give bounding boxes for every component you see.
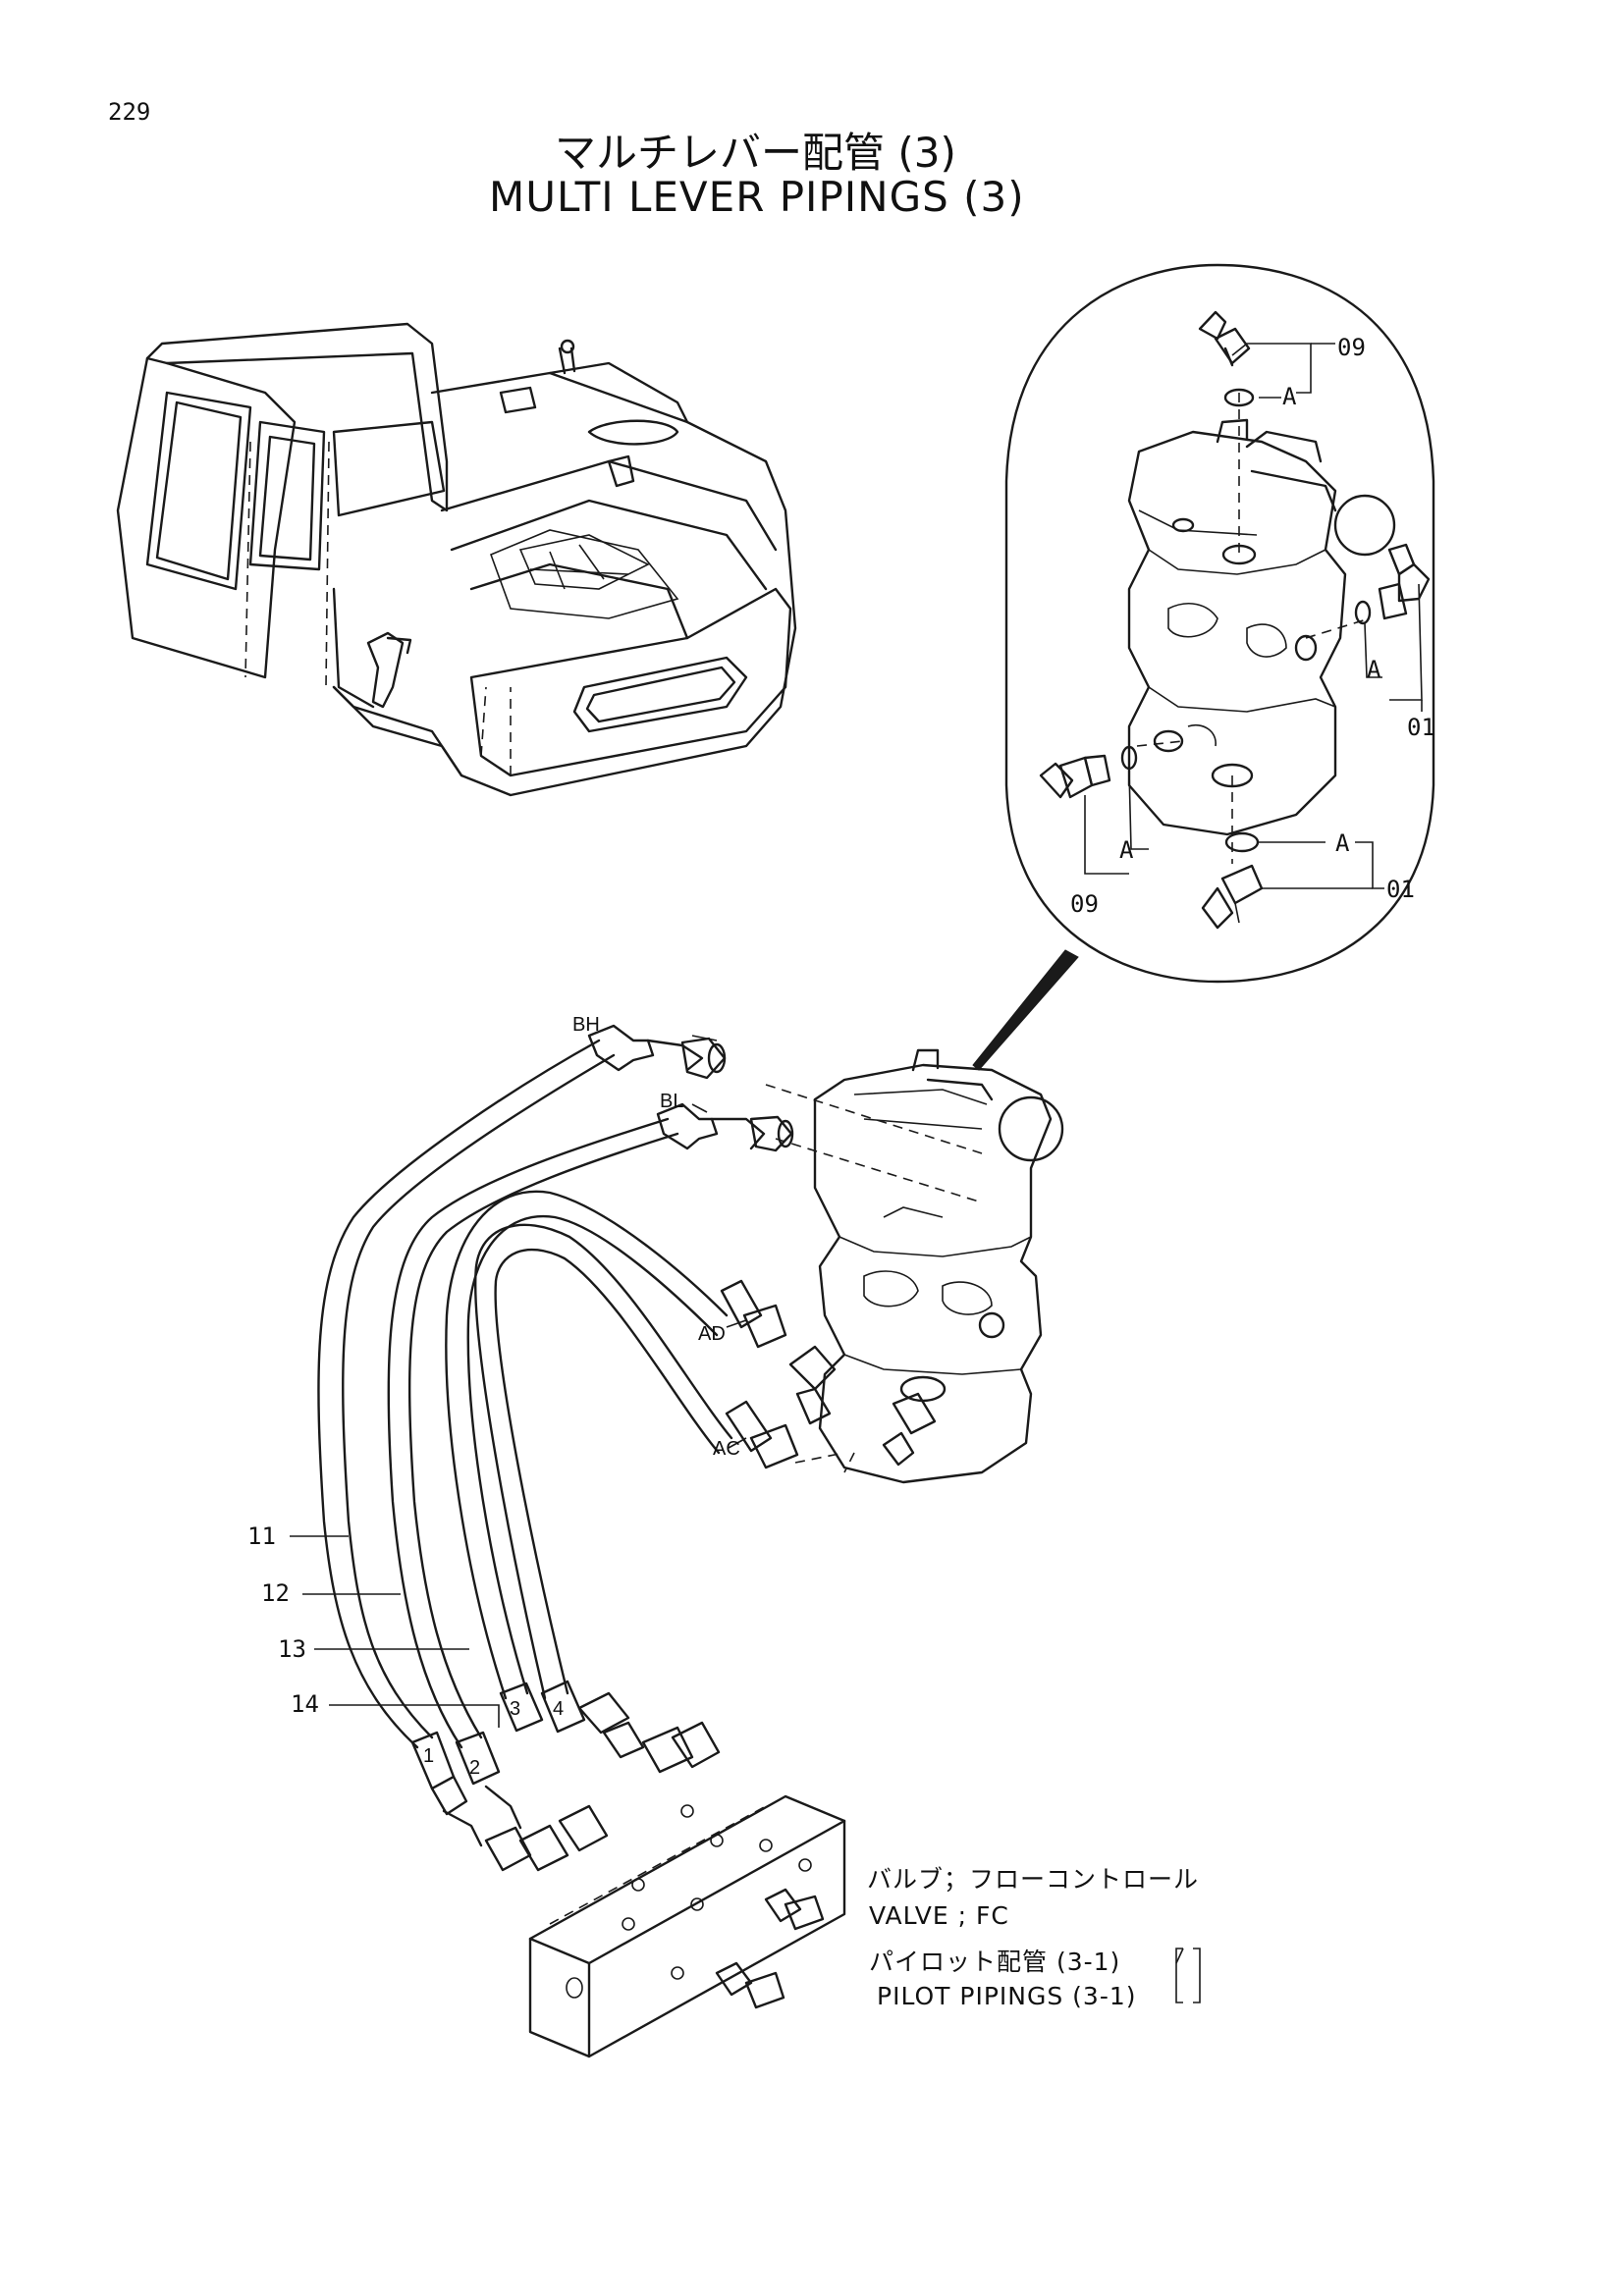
detail-label-01-bottom: 01 bbox=[1386, 876, 1415, 903]
hose-tag-4: 4 bbox=[553, 1698, 565, 1720]
detail-view bbox=[972, 263, 1435, 1071]
excavator-illustration bbox=[116, 322, 797, 797]
pilot-piping-note-ja: パイロット配管 (3-1) bbox=[869, 1948, 1121, 1976]
callout-leaders bbox=[290, 1035, 1201, 2003]
title-english: MULTI LEVER PIPINGS (3) bbox=[489, 173, 1025, 221]
page-number: 229 bbox=[108, 98, 151, 126]
hose-tag-3: 3 bbox=[510, 1698, 521, 1720]
callout-11: 11 bbox=[247, 1522, 276, 1550]
flow-control-valve bbox=[484, 1691, 846, 2058]
hoses bbox=[317, 1039, 733, 1749]
pilot-piping-note-en: PILOT PIPINGS (3-1) bbox=[877, 1982, 1137, 2010]
detail-label-a-top: A bbox=[1282, 383, 1297, 410]
port-label-bl: BL bbox=[660, 1091, 684, 1112]
valve-note-ja: バルブ；フローコントロール bbox=[867, 1865, 1200, 1894]
port-label-ac: AC bbox=[713, 1438, 740, 1460]
title-japanese: マルチレバー配管 (3) bbox=[555, 129, 956, 177]
hose-tag-2: 2 bbox=[469, 1757, 481, 1779]
detail-label-a-left: A bbox=[1119, 836, 1134, 864]
callout-12: 12 bbox=[261, 1579, 290, 1607]
hose-ferrules bbox=[410, 1680, 586, 1847]
hose-tag-1: 1 bbox=[423, 1745, 435, 1767]
detail-label-09-top: 09 bbox=[1337, 334, 1366, 361]
detail-label-a-right: A bbox=[1367, 656, 1381, 683]
callout-14: 14 bbox=[291, 1690, 319, 1718]
detail-label-a-bottom: A bbox=[1335, 829, 1350, 857]
detail-label-01-right: 01 bbox=[1407, 714, 1435, 741]
port-fittings bbox=[587, 1024, 799, 1469]
port-label-ad: AD bbox=[698, 1323, 726, 1345]
port-label-bh: BH bbox=[572, 1014, 600, 1036]
pilot-valve-assembly bbox=[765, 1048, 1064, 1484]
valve-note-en: VALVE ; FC bbox=[869, 1901, 1009, 1930]
callout-13: 13 bbox=[278, 1635, 306, 1663]
detail-label-09-bottom: 09 bbox=[1070, 890, 1099, 918]
detail-leader bbox=[972, 949, 1079, 1071]
